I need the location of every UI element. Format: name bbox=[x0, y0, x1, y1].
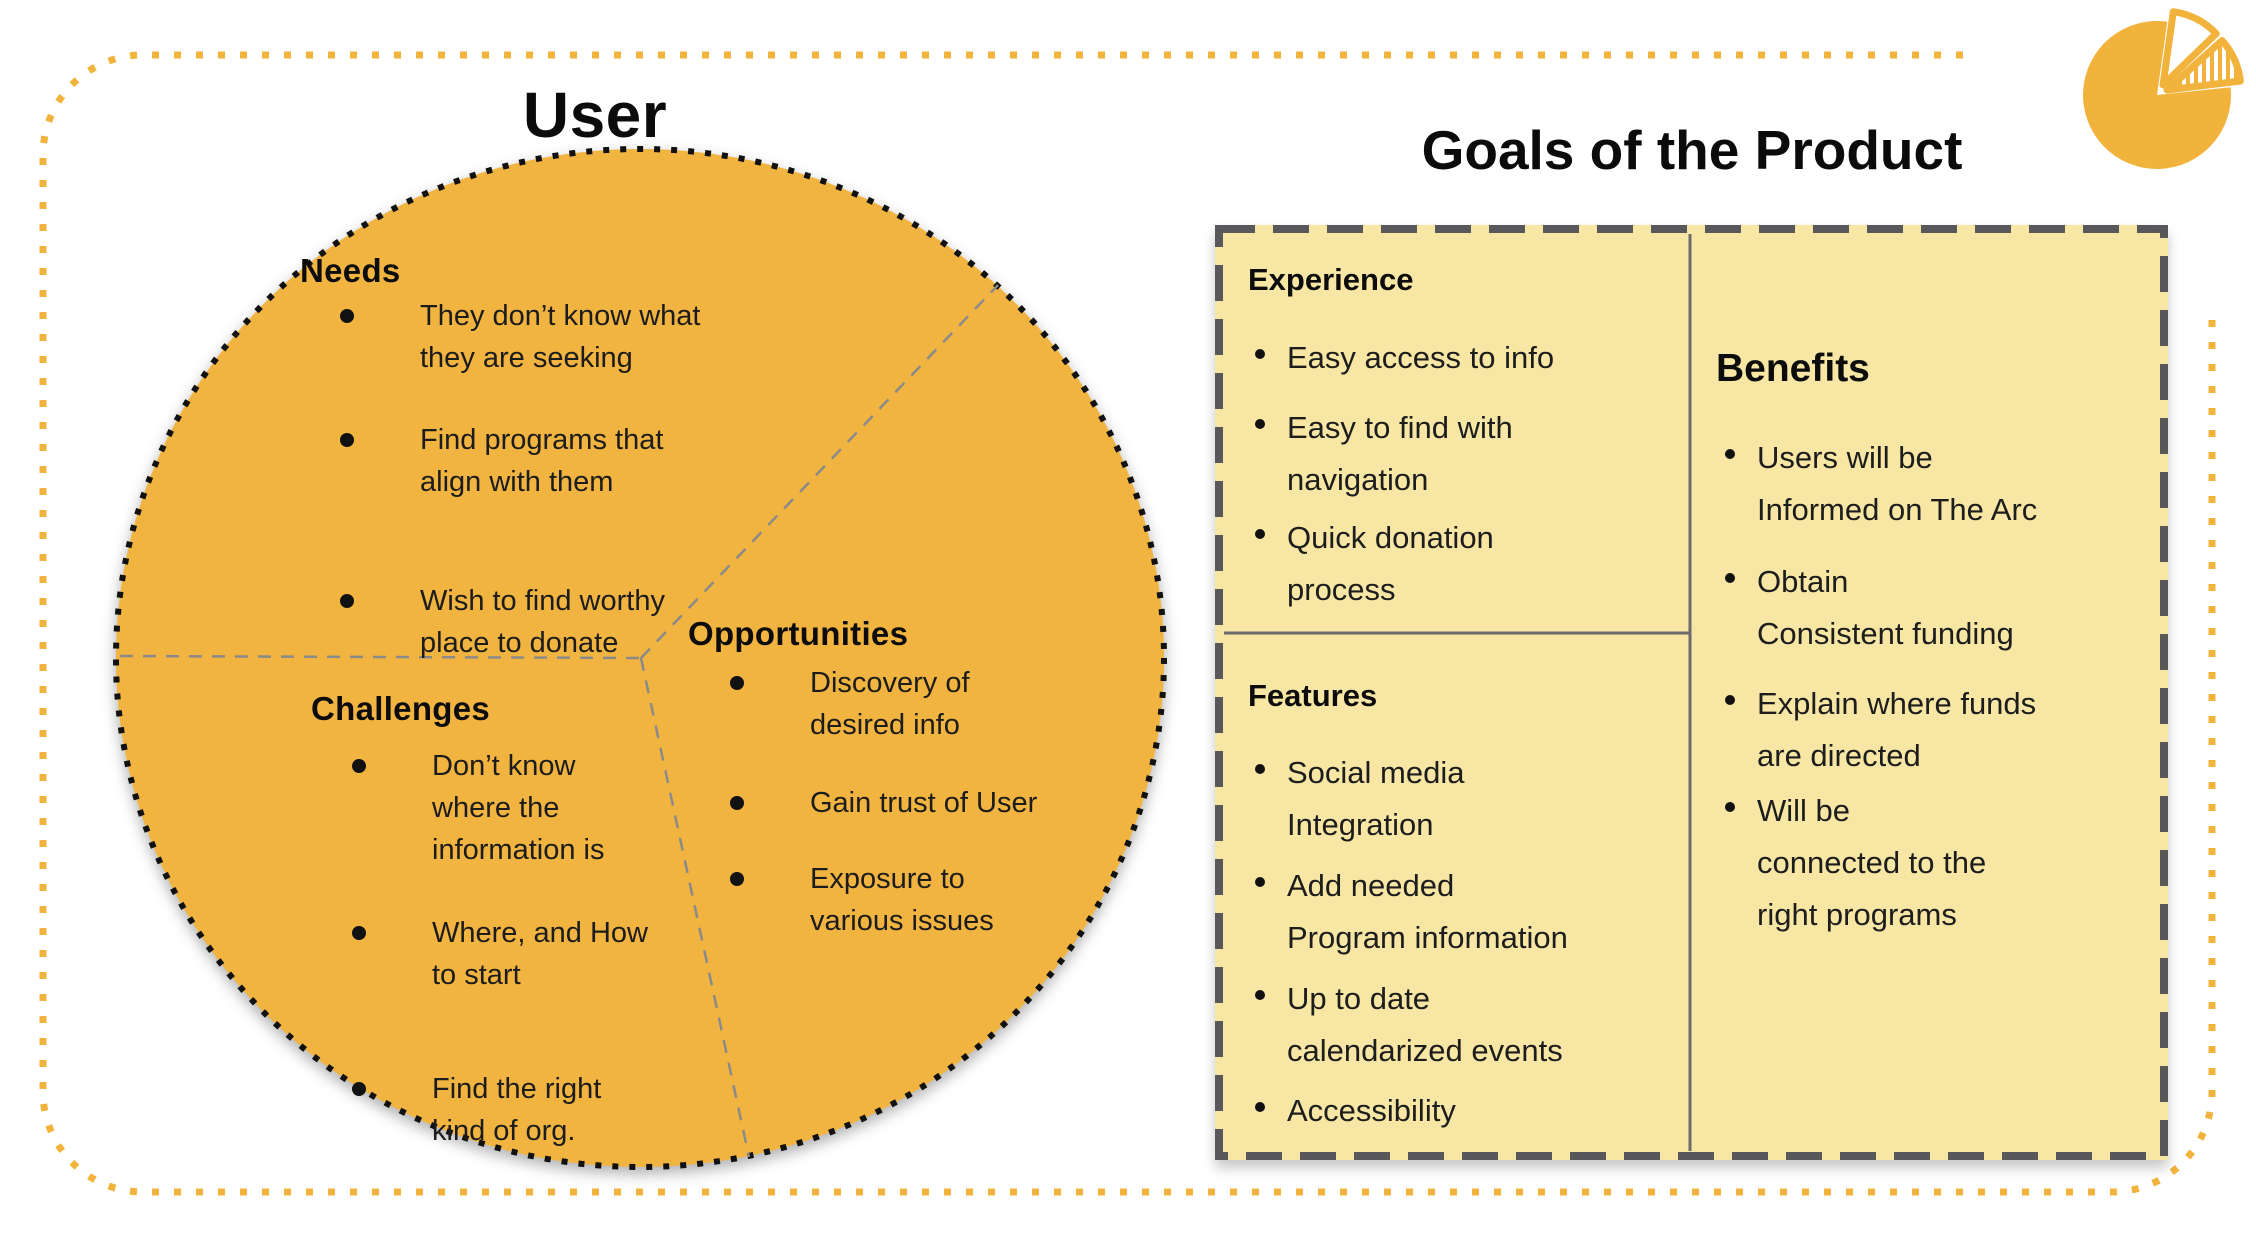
bullet-dot-icon bbox=[1255, 419, 1265, 429]
goals-panel: Experience Easy access to info Easy to f… bbox=[1215, 225, 2168, 1160]
bullet-dot-icon bbox=[1725, 449, 1735, 459]
bullet-dot-icon bbox=[730, 676, 744, 690]
challenges-header: Challenges bbox=[311, 690, 491, 727]
features-header: Features bbox=[1248, 678, 1378, 713]
pie-section-dividers bbox=[119, 284, 999, 1158]
challenges-item: Don’t know where the information is bbox=[352, 745, 604, 871]
bullet-dot-icon bbox=[1725, 802, 1735, 812]
opportunities-item: Gain trust of User bbox=[730, 782, 1037, 824]
pie-circle bbox=[113, 146, 1167, 1170]
bullet-dot-icon bbox=[730, 872, 744, 886]
bullet-dot-icon bbox=[1255, 764, 1265, 774]
logo-pie-body bbox=[2082, 20, 2231, 169]
bullet-dot-icon bbox=[352, 926, 366, 940]
bullet-dot-icon bbox=[1725, 573, 1735, 583]
bullet-dot-icon bbox=[1725, 695, 1735, 705]
experience-item: Easy access to info bbox=[1255, 332, 1554, 384]
bullet-dot-icon bbox=[352, 1082, 366, 1096]
needs-item: Wish to find worthy place to donate bbox=[340, 580, 665, 664]
bullet-dot-icon bbox=[340, 433, 354, 447]
challenges-item: Find the right kind of org. bbox=[352, 1068, 601, 1152]
goals-section-title: Goals of the Product bbox=[1421, 119, 1963, 181]
bullet-dot-icon bbox=[1255, 990, 1265, 1000]
experience-item: Easy to find with navigation bbox=[1255, 402, 1513, 506]
benefits-item: Will be connected to the right programs bbox=[1725, 785, 1986, 941]
bullet-dot-icon bbox=[340, 309, 354, 323]
features-item: Social media Integration bbox=[1255, 747, 1464, 851]
logo-outline-slice bbox=[2159, 8, 2220, 89]
features-item: Add needed Program information bbox=[1255, 860, 1568, 964]
features-item: Accessibility bbox=[1255, 1085, 1456, 1137]
bullet-dot-icon bbox=[1255, 877, 1265, 887]
benefits-header: Benefits bbox=[1716, 347, 1870, 390]
needs-item: They don’t know what they are seeking bbox=[340, 295, 700, 379]
needs-header: Needs bbox=[300, 252, 401, 289]
bullet-dot-icon bbox=[352, 759, 366, 773]
opportunities-item: Discovery of desired info bbox=[730, 662, 970, 746]
benefits-item: Users will be Informed on The Arc bbox=[1725, 432, 2037, 536]
challenges-item: Where, and How to start bbox=[352, 912, 648, 996]
bullet-dot-icon bbox=[1255, 1102, 1265, 1112]
pie-chart-logo bbox=[2082, 8, 2244, 169]
bullet-dot-icon bbox=[340, 594, 354, 608]
experience-header: Experience bbox=[1248, 262, 1414, 297]
needs-item: Find programs that align with them bbox=[340, 419, 663, 503]
opportunities-header: Opportunities bbox=[688, 615, 909, 652]
benefits-item: Explain where funds are directed bbox=[1725, 678, 2036, 782]
benefits-item: Obtain Consistent funding bbox=[1725, 556, 2014, 660]
experience-item: Quick donation process bbox=[1255, 512, 1494, 616]
bullet-dot-icon bbox=[730, 796, 744, 810]
user-section-title: User bbox=[522, 79, 668, 151]
features-item: Up to date calendarized events bbox=[1255, 973, 1563, 1077]
bullet-dot-icon bbox=[1255, 529, 1265, 539]
logo-hatched-slice-outline bbox=[2163, 37, 2244, 94]
bullet-dot-icon bbox=[1255, 349, 1265, 359]
opportunities-item: Exposure to various issues bbox=[730, 858, 994, 942]
